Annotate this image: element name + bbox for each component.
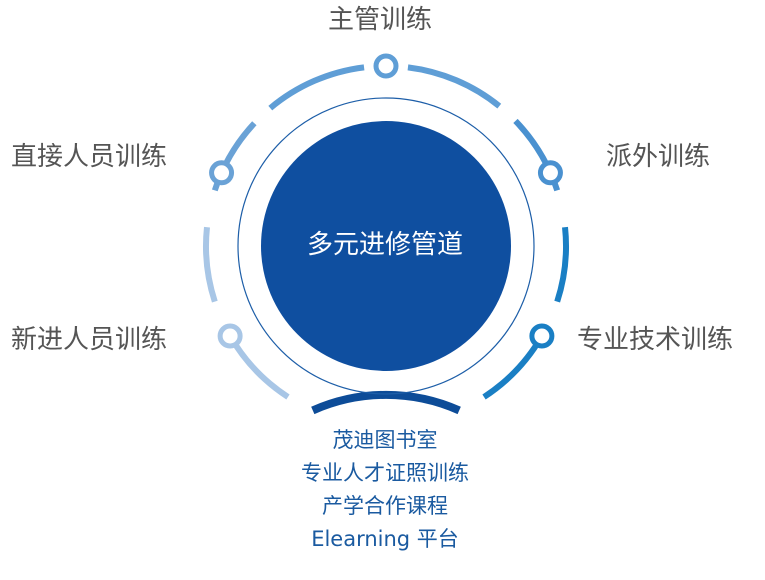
arc-bottom [311, 390, 461, 415]
resource-item-certification: 专业人才证照训练 [301, 461, 469, 485]
node-right-bottom [529, 323, 555, 349]
ring-nodes [209, 53, 563, 349]
node-right-top [537, 160, 563, 186]
arc-top-right [407, 64, 502, 109]
node-left-bottom [217, 323, 243, 349]
arc-right-middle [554, 226, 569, 303]
resource-item-library: 茂迪图书室 [332, 428, 438, 452]
resource-list: 茂迪图书室 专业人才证照训练 产学合作课程 Elearning 平台 [230, 424, 540, 556]
node-label-right-top: 派外训练 [606, 142, 711, 172]
arc-right-lower [482, 334, 545, 400]
resource-item-elearning: Elearning 平台 [311, 527, 459, 551]
node-label-left-top: 直接人员训练 [11, 142, 168, 172]
node-left-top [209, 160, 235, 186]
resource-item-industry-academia: 产学合作课程 [322, 494, 448, 518]
arc-top-left [268, 64, 365, 111]
center-label: 多元进修管道 [306, 230, 463, 260]
arc-left-lower [227, 334, 290, 400]
center-circle [261, 121, 511, 371]
node-top [373, 53, 399, 79]
node-label-right-bottom: 专业技术训练 [577, 325, 734, 355]
node-label-top: 主管训练 [328, 5, 433, 35]
node-label-left-bottom: 新进人员训练 [11, 325, 168, 355]
inner-ring [237, 97, 535, 395]
arc-left-middle [203, 226, 218, 303]
